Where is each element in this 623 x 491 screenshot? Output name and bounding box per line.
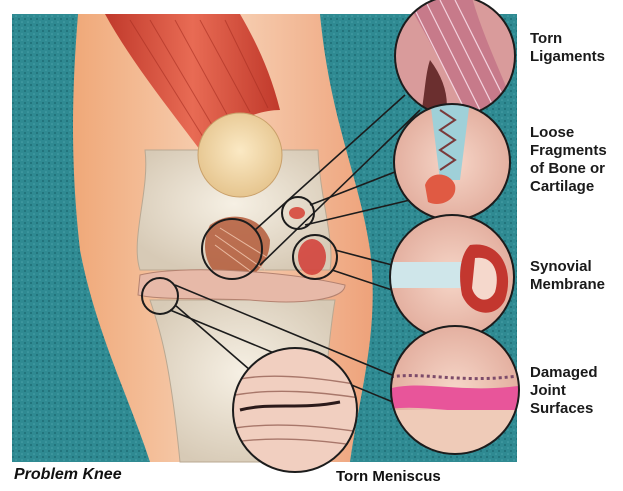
label-synovial-membrane: Synovial Membrane [530, 258, 605, 294]
label-torn-ligaments: Torn Ligaments [530, 30, 605, 66]
caption-torn-meniscus: Torn Meniscus [336, 468, 441, 485]
patella [198, 113, 282, 197]
label-damaged-joint-surfaces: Damaged Joint Surfaces [530, 364, 598, 418]
loose-fragment [289, 207, 305, 219]
caption-problem-knee: Problem Knee [14, 466, 122, 484]
synovial-spot [298, 239, 326, 275]
label-loose-fragments: Loose Fragments of Bone or Cartilage [530, 124, 607, 196]
